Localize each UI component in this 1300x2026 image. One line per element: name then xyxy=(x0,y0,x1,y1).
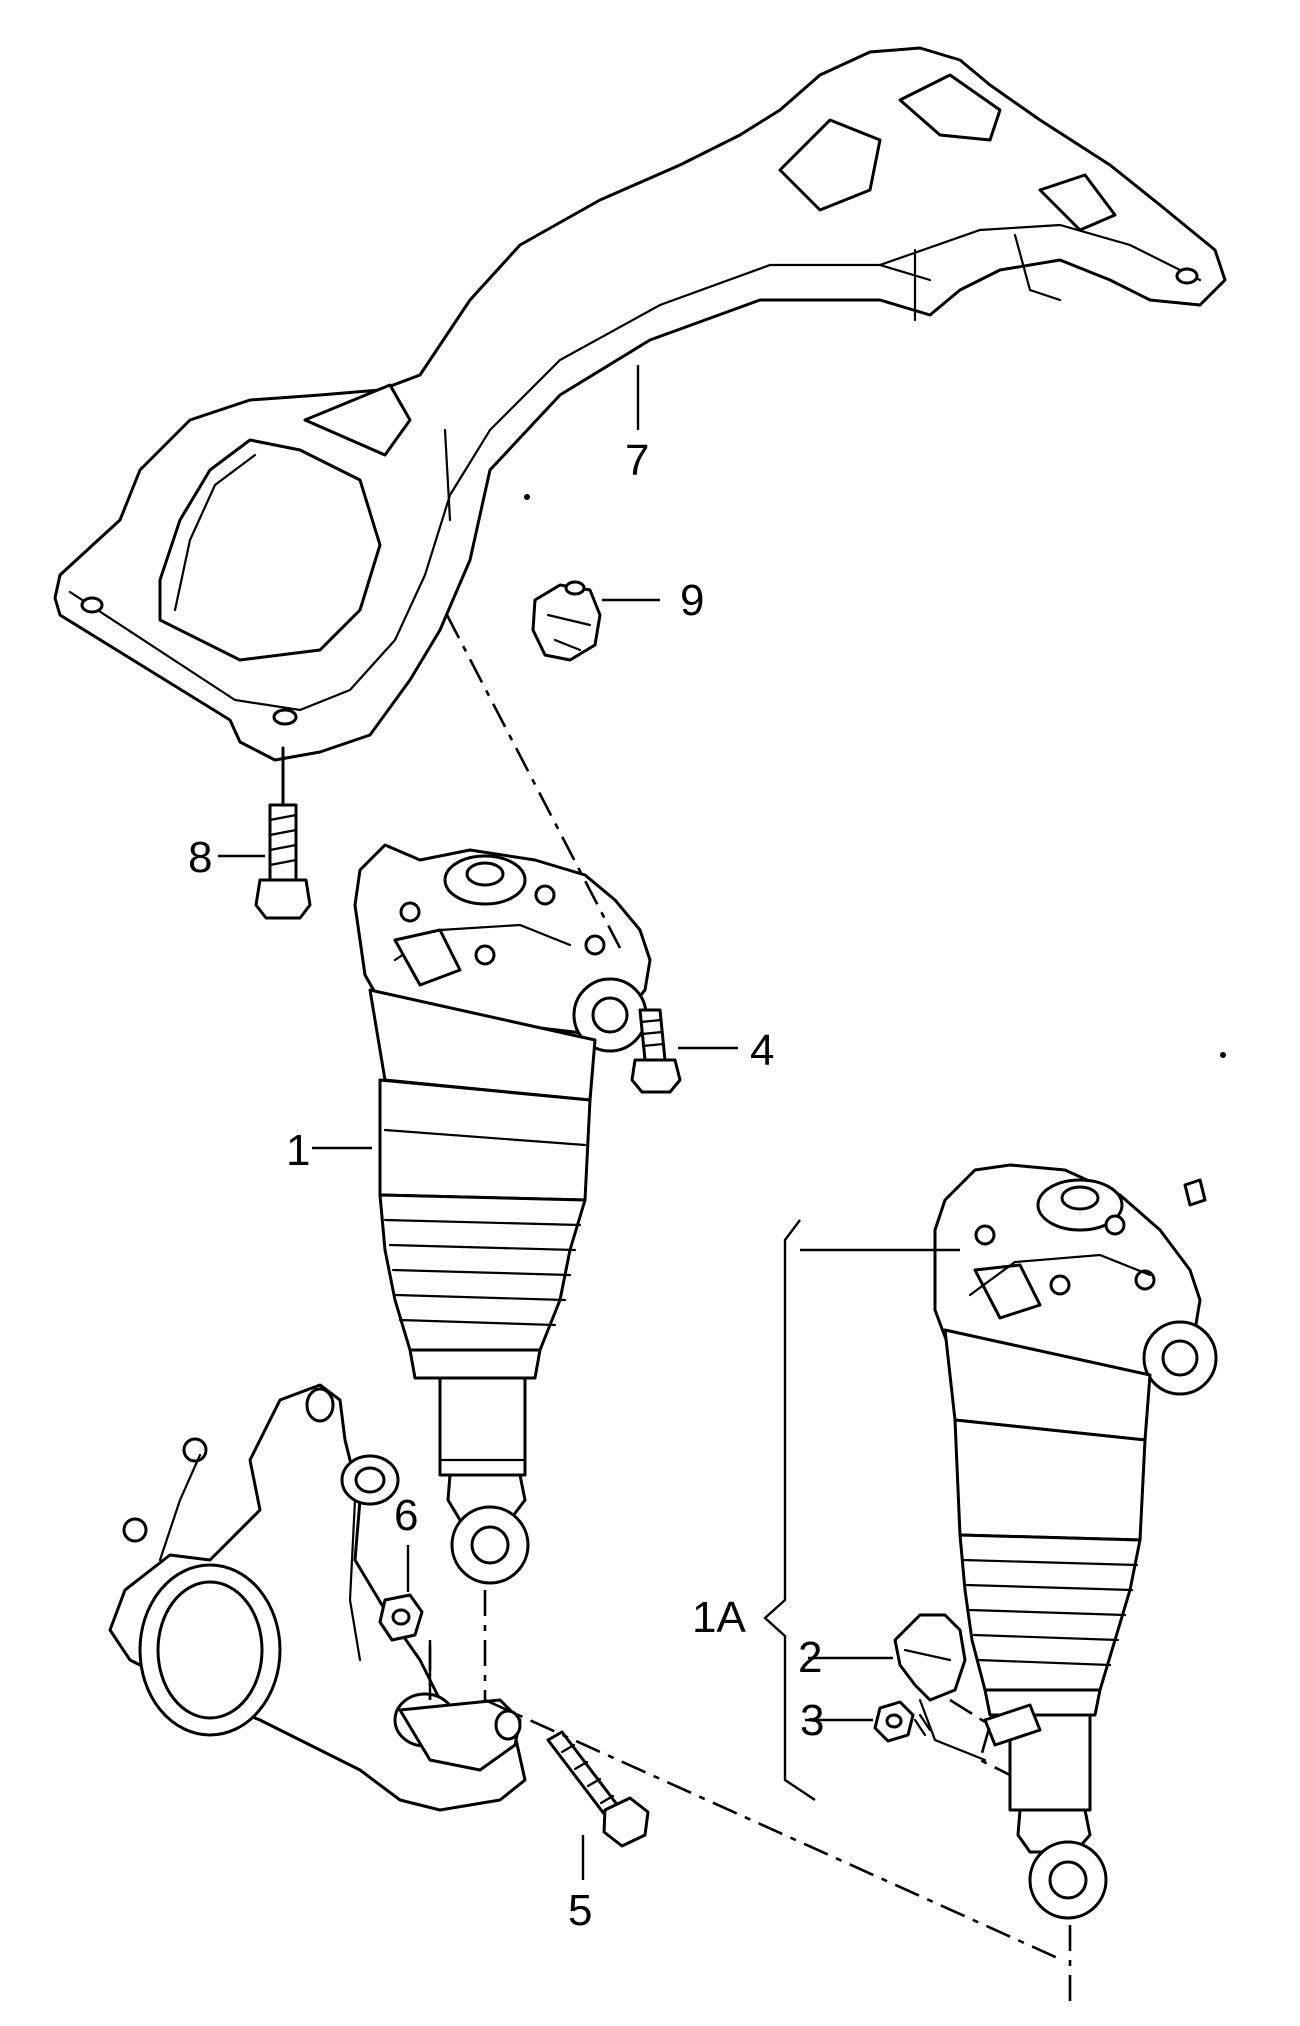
bracket-clip xyxy=(531,580,602,662)
callout-2: 2 xyxy=(798,1633,822,1682)
bolt-4 xyxy=(630,1008,682,1094)
callout-1a: 1A xyxy=(692,1593,746,1642)
stray-dot xyxy=(1220,1052,1226,1058)
callout-3: 3 xyxy=(800,1696,824,1745)
nut-3 xyxy=(873,1700,932,1743)
callout-labels: 7 9 8 4 1 6 1A 2 3 5 xyxy=(188,436,824,1935)
leader-lines xyxy=(218,365,960,1880)
callout-5: 5 xyxy=(568,1886,592,1935)
callout-6: 6 xyxy=(394,1491,418,1540)
air-strut-1 xyxy=(353,843,652,1585)
stray-dot xyxy=(524,494,530,500)
nut-6 xyxy=(378,1593,424,1642)
subframe-crossmember xyxy=(53,46,1227,762)
callout-9: 9 xyxy=(680,576,704,625)
callout-7: 7 xyxy=(625,436,649,485)
bracket-2 xyxy=(893,1613,987,1762)
callout-4: 4 xyxy=(750,1026,774,1075)
bolt-8 xyxy=(254,746,312,920)
callout-1: 1 xyxy=(286,1126,310,1175)
air-strut-1a xyxy=(933,1163,1218,1920)
bolt-5 xyxy=(546,1730,650,1848)
wheel-knuckle xyxy=(108,1383,527,1812)
callout-8: 8 xyxy=(188,833,212,882)
